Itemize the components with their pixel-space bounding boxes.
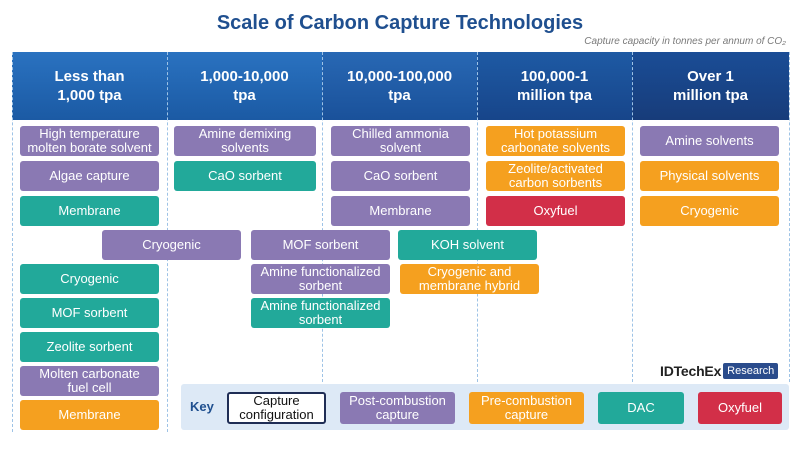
column-header-10000-100000: 10,000-100,000 tpa (322, 52, 477, 120)
column-header-1000-10000: 1,000-10,000 tpa (167, 52, 322, 120)
tech-box-membrane-post: Membrane (331, 196, 470, 226)
tech-box-physical-solvents: Physical solvents (640, 161, 779, 191)
tech-box-cryo-membrane-hybrid: Cryogenic and membrane hybrid (400, 264, 539, 294)
tech-box-cryogenic-pre: Cryogenic (640, 196, 779, 226)
key-pre-combustion: Pre-combustion capture (469, 392, 584, 424)
tech-box-algae-capture: Algae capture (20, 161, 159, 191)
column-header-less-than-1000: Less than 1,000 tpa (12, 52, 167, 120)
key-label: Key (190, 399, 214, 414)
column-divider (12, 52, 13, 432)
tech-box-zeolite-sorbent: Zeolite sorbent (20, 332, 159, 362)
column-header-100000-1m: 100,000-1 million tpa (477, 52, 632, 120)
key-oxyfuel: Oxyfuel (698, 392, 782, 424)
tech-box-amine-functionalized-post: Amine functionalized sorbent (251, 264, 390, 294)
column-header-over-1m: Over 1 million tpa (632, 52, 789, 120)
column-divider (632, 52, 633, 382)
tech-box-zeolite-activated: Zeolite/activated carbon sorbents (486, 161, 625, 191)
tech-box-molten-carbonate: Molten carbonate fuel cell (20, 366, 159, 396)
tech-box-cryogenic-dac: Cryogenic (20, 264, 159, 294)
tech-box-mof-sorbent-post: MOF sorbent (251, 230, 390, 260)
brand-tag: Research (723, 363, 779, 379)
tech-box-amine-solvents: Amine solvents (640, 126, 779, 156)
tech-box-high-temp-borate: High temperature molten borate solvent (20, 126, 159, 156)
key-dac: DAC (598, 392, 684, 424)
tech-box-membrane-pre: Membrane (20, 400, 159, 430)
tech-box-cryogenic-spanning: Cryogenic (102, 230, 241, 260)
tech-box-koh-solvent: KOH solvent (398, 230, 537, 260)
tech-box-cao-sorbent-dac: CaO sorbent (174, 161, 316, 191)
tech-box-hot-potassium: Hot potassium carbonate solvents (486, 126, 625, 156)
chart-subtitle: Capture capacity in tonnes per annum of … (584, 36, 786, 47)
tech-box-amine-demixing: Amine demixing solvents (174, 126, 316, 156)
tech-box-oxyfuel: Oxyfuel (486, 196, 625, 226)
column-divider (789, 52, 790, 382)
key-capture-configuration: Capture configuration (227, 392, 326, 424)
tech-box-chilled-ammonia: Chilled ammonia solvent (331, 126, 470, 156)
tech-box-amine-functionalized-dac: Amine functionalized sorbent (251, 298, 390, 328)
brand-name: IDTechEx (660, 363, 722, 379)
key-post-combustion: Post-combustion capture (340, 392, 455, 424)
column-divider (322, 52, 323, 382)
tech-box-cao-sorbent-post: CaO sorbent (331, 161, 470, 191)
page-title: Scale of Carbon Capture Technologies (216, 12, 584, 34)
tech-box-membrane-dac: Membrane (20, 196, 159, 226)
idtechex-logo: IDTechEx Research (660, 362, 779, 380)
tech-box-mof-sorbent-dac: MOF sorbent (20, 298, 159, 328)
column-divider (477, 52, 478, 382)
